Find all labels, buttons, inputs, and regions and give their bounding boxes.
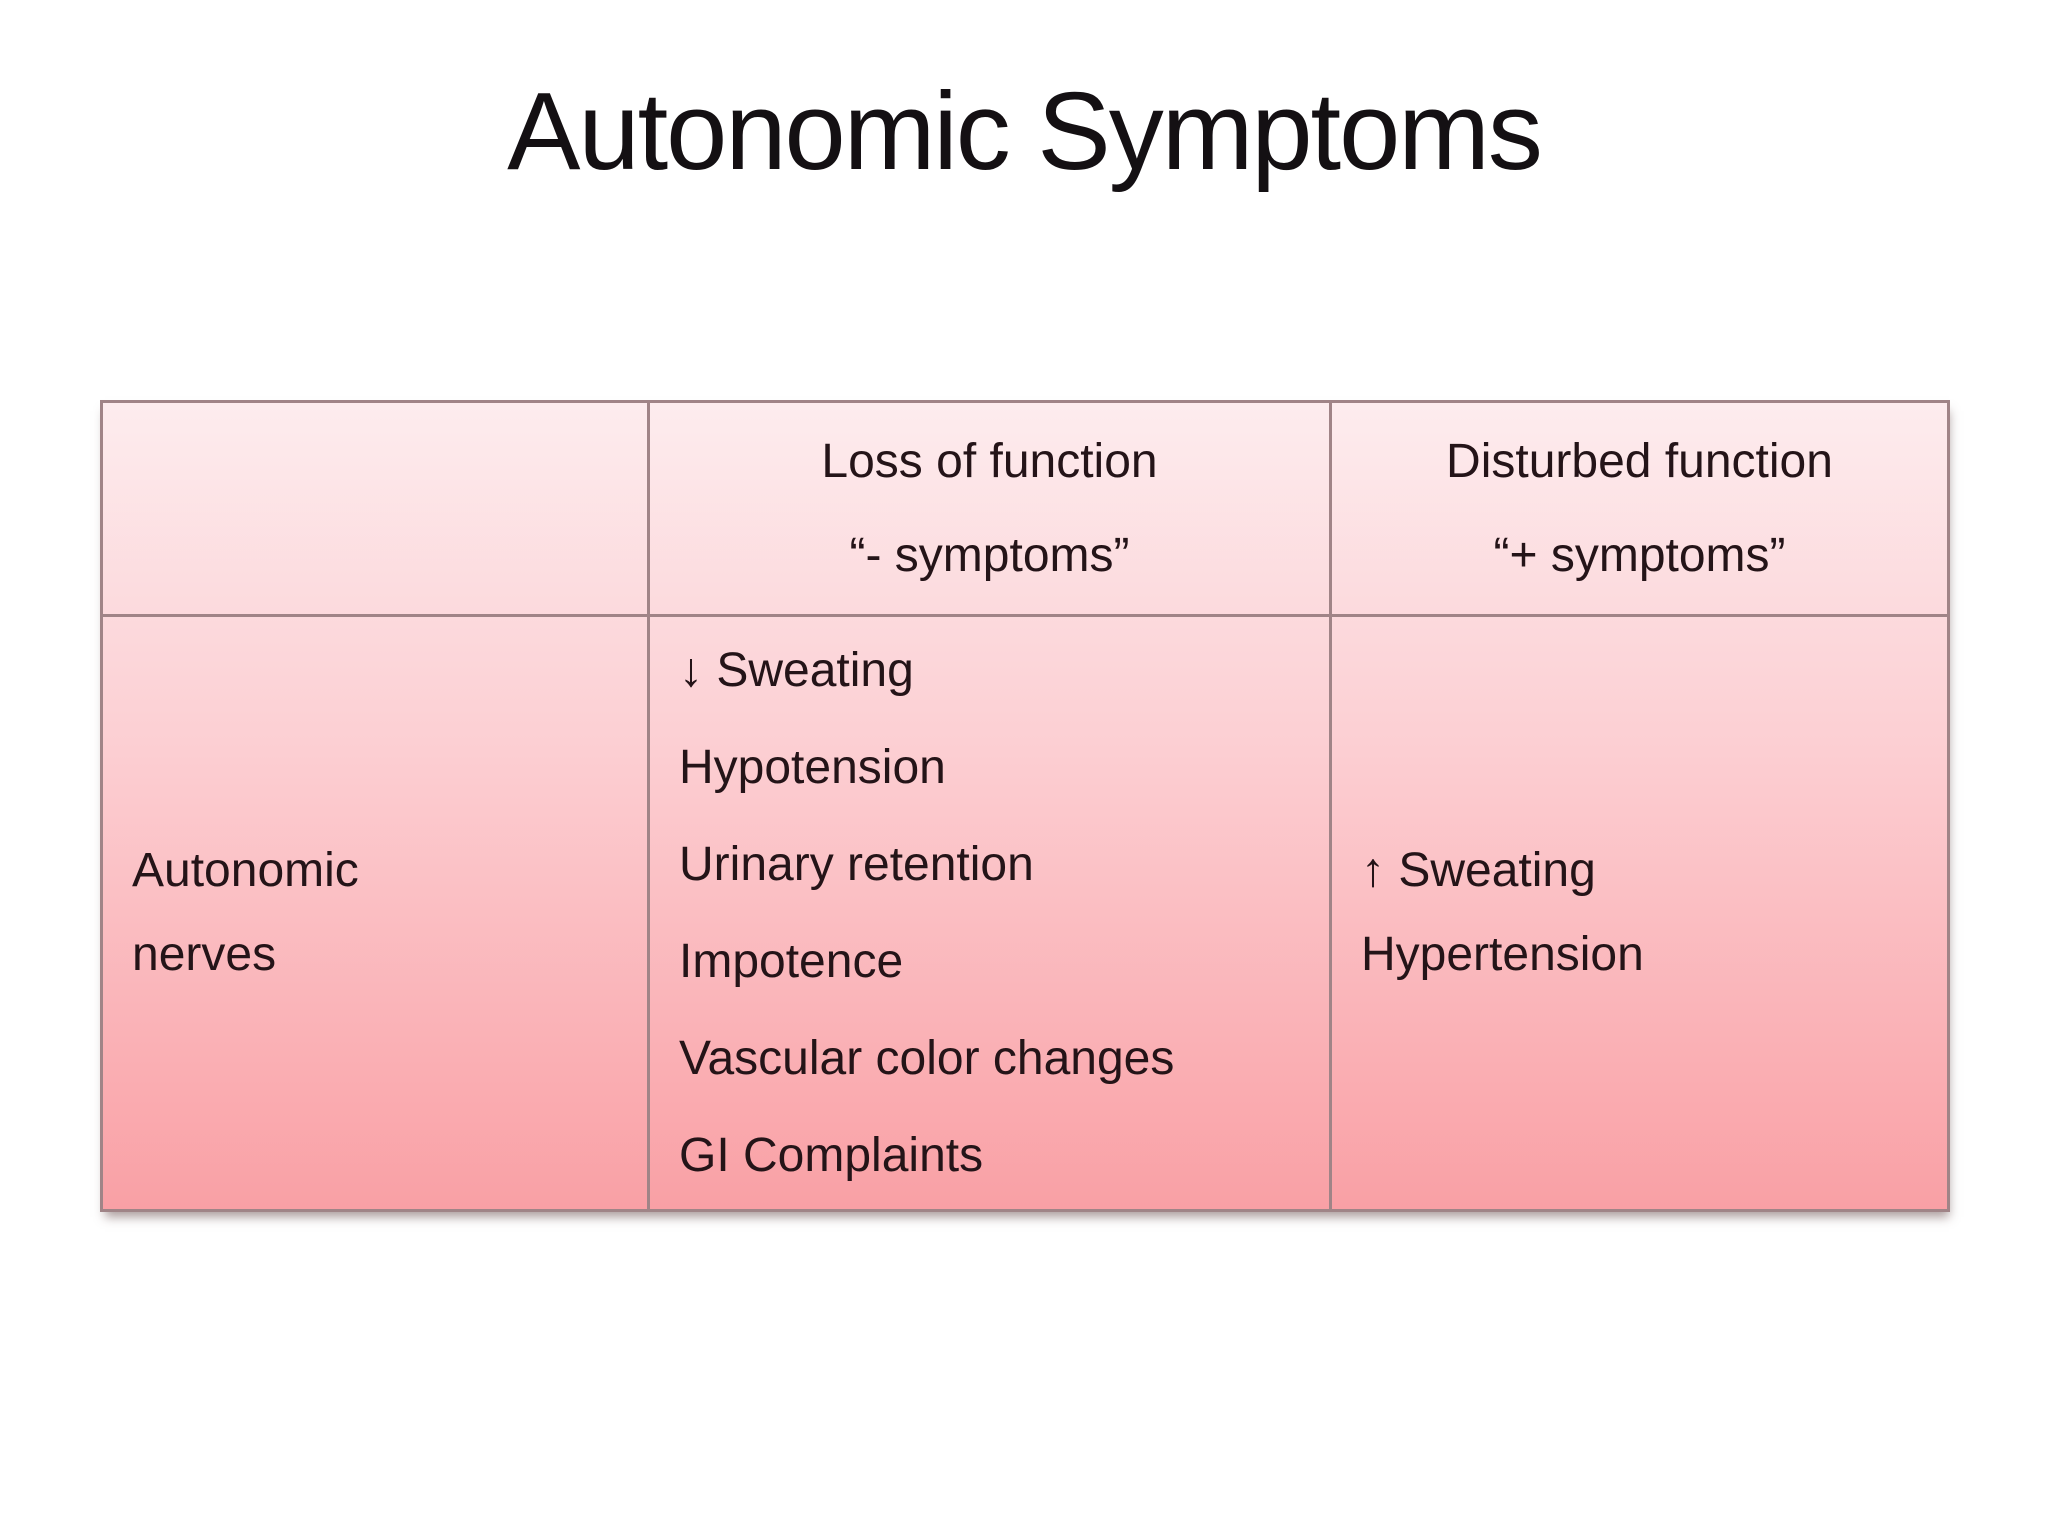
header-cell-loss-of-function: Loss of function “- symptoms” [650, 403, 1332, 617]
loss-symptom-item: GI Complaints [679, 1129, 984, 1182]
row-label-cell-autonomic-nerves: Autonomic nerves [103, 617, 650, 1209]
slide-title: Autonomic Symptoms [507, 70, 1543, 193]
loss-symptom-item: ↓ Sweating [679, 644, 914, 697]
header-loss-line2: “- symptoms” [849, 528, 1130, 582]
disturbed-symptom-item: Hypertension [1361, 928, 1644, 981]
loss-symptom-item: Impotence [679, 935, 904, 988]
disturbed-symptoms-cell: ↑ Sweating Hypertension [1332, 617, 1947, 1209]
autonomic-symptoms-table: Loss of function “- symptoms” Disturbed … [100, 400, 1950, 1212]
header-disturbed-line1: Disturbed function [1446, 434, 1833, 488]
disturbed-symptom-item: ↑ Sweating [1361, 844, 1596, 897]
row-label-line2: nerves [132, 928, 277, 981]
row-label-line1: Autonomic [132, 844, 359, 897]
header-cell-empty [103, 403, 650, 617]
header-cell-disturbed-function: Disturbed function “+ symptoms” [1332, 403, 1947, 617]
loss-symptoms-cell: ↓ Sweating Hypotension Urinary retention… [650, 617, 1332, 1209]
header-loss-line1: Loss of function [821, 434, 1158, 488]
loss-symptom-item: Vascular color changes [679, 1032, 1175, 1085]
loss-symptom-item: Hypotension [679, 741, 946, 794]
loss-symptom-item: Urinary retention [679, 838, 1034, 891]
header-disturbed-line2: “+ symptoms” [1493, 528, 1786, 582]
